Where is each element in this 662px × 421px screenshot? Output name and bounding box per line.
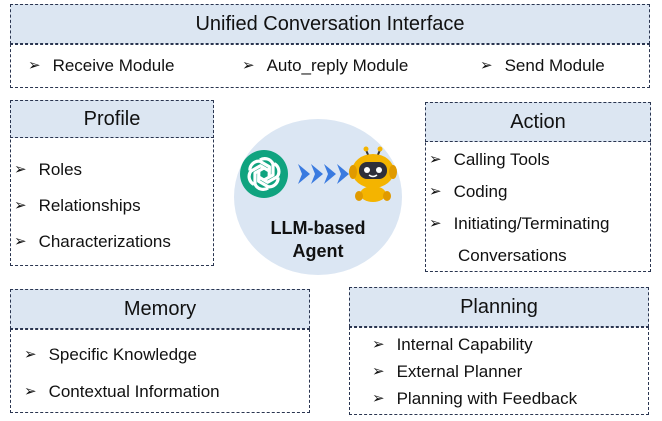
profile-title: Profile bbox=[83, 107, 141, 130]
profile-header: Profile bbox=[10, 100, 214, 138]
list-item: ➢ Planning with Feedback bbox=[372, 389, 578, 408]
list-item: ➢ Calling Tools bbox=[429, 150, 550, 169]
list-item: ➢ Send Module bbox=[480, 56, 605, 75]
action-title: Action bbox=[510, 110, 566, 133]
arrow-bullet-icon: ➢ bbox=[242, 57, 255, 74]
unified-interface-title: Unified Conversation Interface bbox=[195, 12, 465, 35]
memory-header: Memory bbox=[10, 289, 310, 329]
list-item: ➢ External Planner bbox=[372, 362, 523, 381]
arrow-bullet-icon: ➢ bbox=[429, 215, 442, 232]
list-item: ➢ Contextual Information bbox=[24, 382, 220, 401]
unified-interface-header: Unified Conversation Interface bbox=[10, 4, 650, 44]
list-item: ➢ Characterizations bbox=[14, 232, 171, 251]
robot-icon bbox=[349, 146, 397, 202]
list-item: ➢ Specific Knowledge bbox=[24, 345, 197, 364]
list-item: ➢ Relationships bbox=[14, 196, 141, 215]
list-item: ➢ Coding bbox=[429, 182, 508, 201]
openai-logo-icon bbox=[240, 150, 288, 198]
planning-box bbox=[349, 327, 649, 415]
list-item: ➢ Roles bbox=[14, 160, 83, 179]
arrow-bullet-icon: ➢ bbox=[372, 336, 385, 353]
arrow-bullet-icon: ➢ bbox=[429, 151, 442, 168]
action-header: Action bbox=[425, 102, 651, 142]
arrow-bullet-icon: ➢ bbox=[480, 57, 493, 74]
arrow-bullet-icon: ➢ bbox=[372, 390, 385, 407]
list-item: ➢ Internal Capability bbox=[372, 335, 533, 354]
arrow-bullet-icon: ➢ bbox=[429, 183, 442, 200]
memory-box bbox=[10, 329, 310, 413]
arrow-bullet-icon: ➢ bbox=[14, 233, 27, 250]
list-item: ➢ Initiating/Terminating bbox=[429, 214, 610, 233]
arrow-bullet-icon: ➢ bbox=[24, 383, 37, 400]
planning-header: Planning bbox=[349, 287, 649, 327]
list-item: ➢ Auto_reply Module bbox=[242, 56, 409, 75]
agent-label-line1: LLM-based bbox=[270, 218, 366, 238]
action-item-continuation: Conversations bbox=[458, 246, 567, 265]
unified-interface-box bbox=[10, 44, 650, 88]
list-item: ➢ Receive Module bbox=[28, 56, 175, 75]
arrow-bullet-icon: ➢ bbox=[24, 346, 37, 363]
planning-title: Planning bbox=[460, 295, 538, 318]
arrow-bullet-icon: ➢ bbox=[372, 363, 385, 380]
agent-graphic bbox=[234, 119, 402, 275]
memory-title: Memory bbox=[123, 297, 197, 320]
arrow-bullet-icon: ➢ bbox=[28, 57, 41, 74]
arrow-bullet-icon: ➢ bbox=[14, 197, 27, 214]
arrow-bullet-icon: ➢ bbox=[14, 161, 27, 178]
agent-label-line2: Agent bbox=[292, 241, 344, 261]
arrows-icon bbox=[298, 164, 349, 184]
